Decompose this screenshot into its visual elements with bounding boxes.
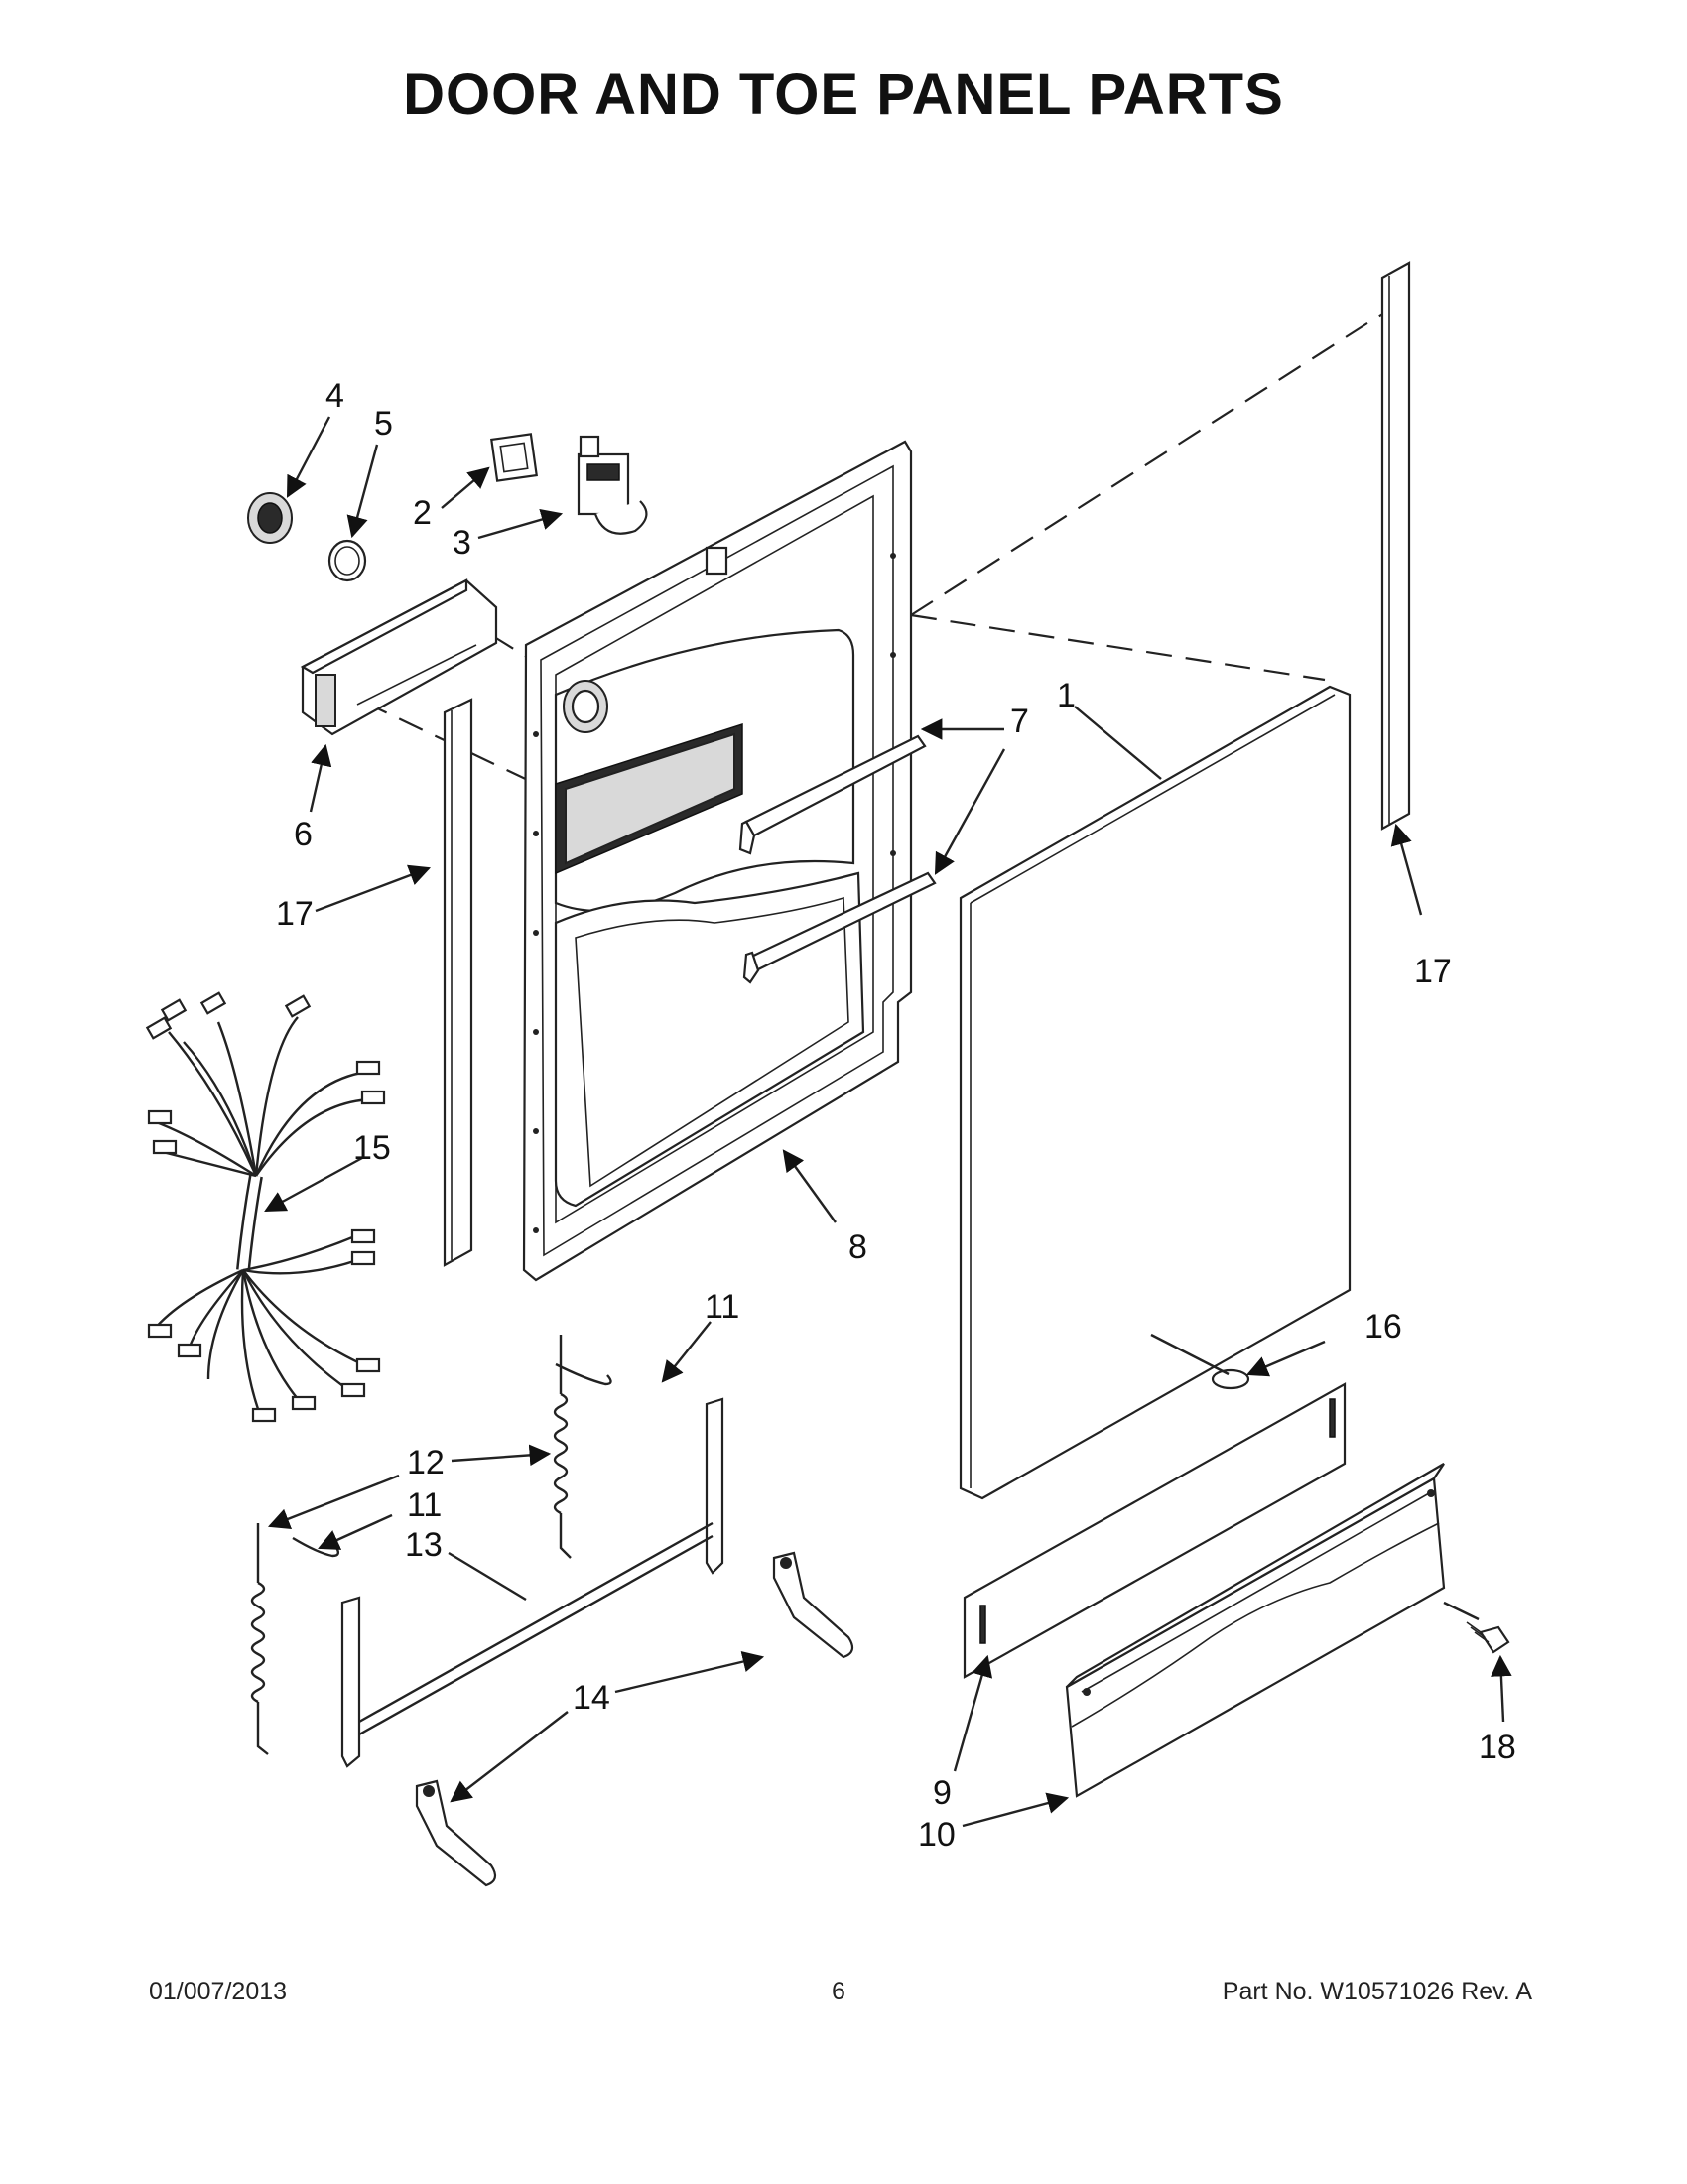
vent-cap-and-gasket <box>247 492 367 582</box>
callout-17-left: 17 <box>276 895 314 933</box>
kick-plate <box>1065 1463 1446 1798</box>
outer-door-panel <box>959 685 1352 1500</box>
footer-page-number: 6 <box>832 1978 845 2005</box>
callout-7: 7 <box>1010 703 1029 740</box>
callout-18: 18 <box>1479 1729 1516 1766</box>
callout-16: 16 <box>1364 1308 1402 1346</box>
callout-labels: 4 5 2 3 6 17 7 1 17 15 8 16 11 12 11 13 … <box>276 377 1516 1854</box>
hinge-rod-assembly <box>340 1397 724 1768</box>
callout-11-top: 11 <box>705 1288 739 1326</box>
footer-date: 01/007/2013 <box>149 1978 288 2005</box>
callout-1: 1 <box>1057 677 1076 714</box>
callout-15: 15 <box>353 1129 391 1167</box>
callout-4: 4 <box>325 377 344 415</box>
callout-11-bottom: 11 <box>407 1486 442 1524</box>
wire-harness <box>145 991 386 1423</box>
callout-13: 13 <box>405 1526 443 1564</box>
callout-8: 8 <box>848 1228 867 1266</box>
footer-part-number: Part No. W10571026 Rev. A <box>1222 1978 1532 2005</box>
page-title: DOOR AND TOE PANEL PARTS <box>403 63 1284 127</box>
screw <box>1466 1621 1510 1654</box>
door-springs <box>250 1335 572 1755</box>
toe-panel <box>963 1382 1347 1679</box>
callout-9: 9 <box>933 1774 952 1812</box>
callout-12: 12 <box>407 1444 445 1481</box>
door-hinges <box>415 1551 854 1887</box>
callout-5: 5 <box>374 405 393 443</box>
side-seal-strip-left <box>443 698 473 1267</box>
callout-2: 2 <box>413 494 432 532</box>
inner-door-panel <box>522 440 913 1282</box>
callout-leader-lines <box>264 416 1512 1828</box>
callout-10: 10 <box>918 1816 956 1854</box>
oval-plug <box>1211 1368 1250 1390</box>
square-gasket <box>490 433 538 482</box>
vent-housing <box>300 578 498 736</box>
vent-brackets <box>738 734 937 984</box>
callout-14: 14 <box>573 1679 610 1717</box>
spring-clips <box>292 1362 612 1558</box>
callout-17-right: 17 <box>1414 953 1452 990</box>
callout-6: 6 <box>294 816 313 853</box>
side-seal-strip-right <box>1380 261 1411 831</box>
door-latch-switch <box>577 435 648 535</box>
callout-3: 3 <box>453 524 471 562</box>
